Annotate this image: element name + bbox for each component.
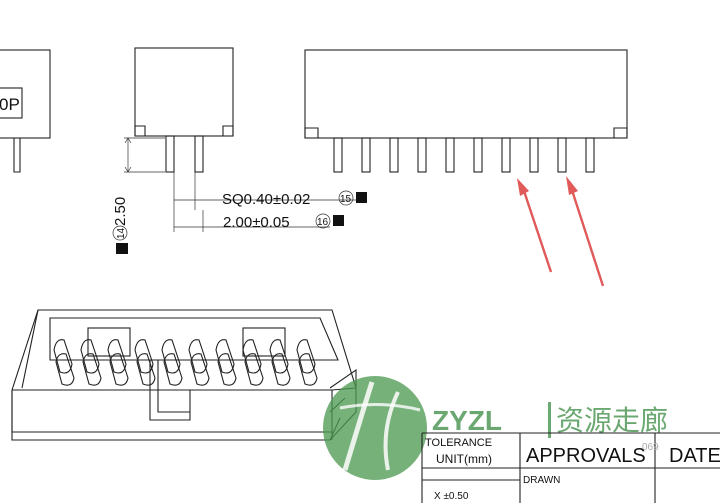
front-pin <box>529 137 539 173</box>
faint-number: 069 <box>642 442 659 453</box>
pin-pitch-dimension: 2.00±0.05 <box>223 214 290 231</box>
pin-pitch-marker <box>333 215 344 226</box>
front-pin <box>445 137 455 173</box>
annotation-arrows <box>517 176 605 287</box>
watermark-logo <box>323 376 427 480</box>
isometric-pin <box>161 339 181 374</box>
isometric-view <box>11 309 357 441</box>
isometric-pin-lower <box>82 353 102 386</box>
isometric-pin <box>53 339 73 374</box>
isometric-pin <box>269 339 289 374</box>
pin-square-dimension: SQ0.40±0.02 <box>222 191 310 208</box>
approvals-label: APPROVALS <box>526 445 646 467</box>
pin-square-callout: 15 <box>340 194 352 205</box>
watermark-chinese: 资源走廊 <box>556 404 668 437</box>
left-partial-view: 0P <box>0 49 51 173</box>
side-pin <box>165 135 204 173</box>
isometric-pin <box>296 339 316 374</box>
isometric-pin-lower <box>163 353 183 386</box>
watermark-brand: ZYZL <box>432 405 502 436</box>
unit-label: UNIT(mm) <box>436 452 492 466</box>
isometric-pin <box>80 339 100 374</box>
front-pin <box>333 137 343 173</box>
date-label: DATE <box>669 445 720 467</box>
isometric-pin <box>107 339 127 374</box>
front-pin <box>473 137 483 173</box>
front-pins <box>333 137 595 173</box>
isometric-pin <box>215 339 235 374</box>
front-pin <box>557 137 567 173</box>
isometric-pin <box>188 339 208 374</box>
isometric-pin-lower <box>109 353 129 386</box>
isometric-pin-lower <box>298 353 318 386</box>
isometric-pin <box>134 339 154 374</box>
height-dimension: 2.50 <box>112 197 129 226</box>
side-view: 2.50 14 SQ0.40±0.02 15 2.00±0.05 16 <box>112 47 367 254</box>
tolerance-label: TOLERANCE <box>425 437 492 449</box>
drawn-label: DRAWN <box>523 475 560 486</box>
isometric-pin-lower <box>136 353 156 386</box>
pin-square-marker <box>356 192 367 203</box>
height-callout: 14 <box>116 227 127 239</box>
isometric-pins <box>53 339 318 386</box>
isometric-pin-lower <box>217 353 237 386</box>
isometric-pin <box>242 339 262 374</box>
height-callout-marker <box>116 243 128 254</box>
isometric-pin-lower <box>244 353 264 386</box>
front-view <box>304 49 628 173</box>
isometric-pin-lower <box>55 353 75 386</box>
front-pin <box>417 137 427 173</box>
front-pin <box>389 137 399 173</box>
front-pin <box>585 137 595 173</box>
front-pin <box>361 137 371 173</box>
watermark: ZYZL 资源走廊 <box>323 376 668 480</box>
front-pin <box>501 137 511 173</box>
tolerance-value: X ±0.50 <box>434 491 469 502</box>
isometric-pin-lower <box>271 353 291 386</box>
isometric-pin-lower <box>190 353 210 386</box>
title-block: TOLERANCE UNIT(mm) APPROVALS DATE DRAWN … <box>421 432 720 503</box>
pin-pitch-callout: 16 <box>317 217 329 228</box>
left-part-label: 0P <box>0 95 20 114</box>
